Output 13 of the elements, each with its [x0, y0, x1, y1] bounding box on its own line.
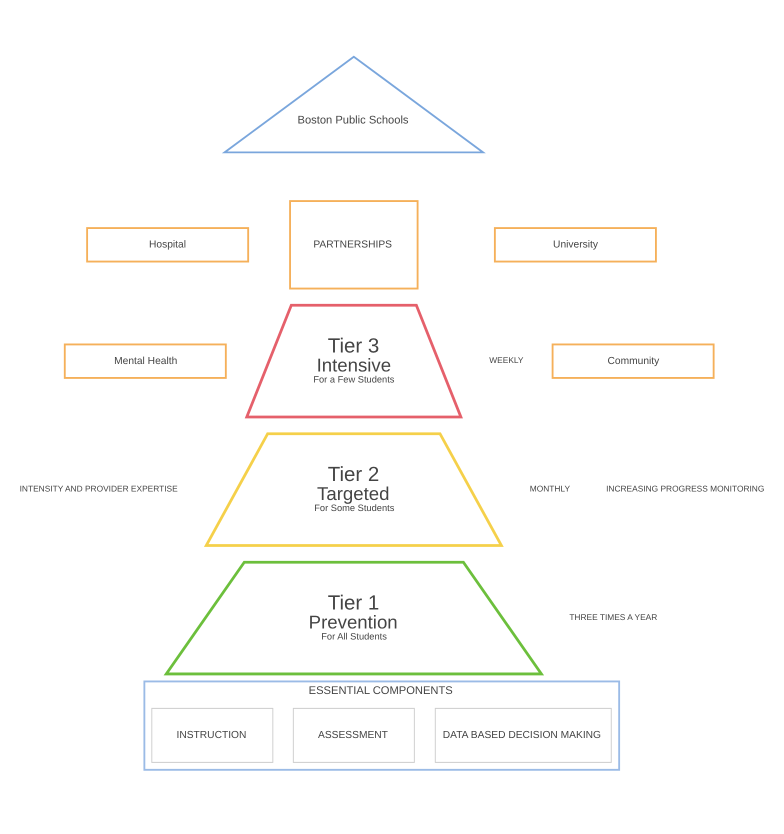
- label: WEEKLY: [489, 355, 524, 366]
- node-box: INSTRUCTION: [151, 708, 274, 763]
- node-box: DATA BASED DECISION MAKING: [434, 708, 612, 763]
- node-box: PARTNERSHIPS: [289, 200, 419, 290]
- label: THREE TIMES A YEAR: [569, 612, 658, 622]
- label: INCREASING PROGRESS MONITORING: [606, 484, 764, 494]
- node-box: Community: [552, 343, 715, 379]
- label: MONTHLY: [530, 484, 570, 494]
- node-box: Mental Health: [64, 343, 227, 379]
- node-box: Hospital: [86, 227, 250, 262]
- node-box: University: [494, 227, 657, 262]
- label: INTENSITY AND PROVIDER EXPERTISE: [20, 484, 178, 494]
- node-box: ASSESSMENT: [292, 708, 415, 763]
